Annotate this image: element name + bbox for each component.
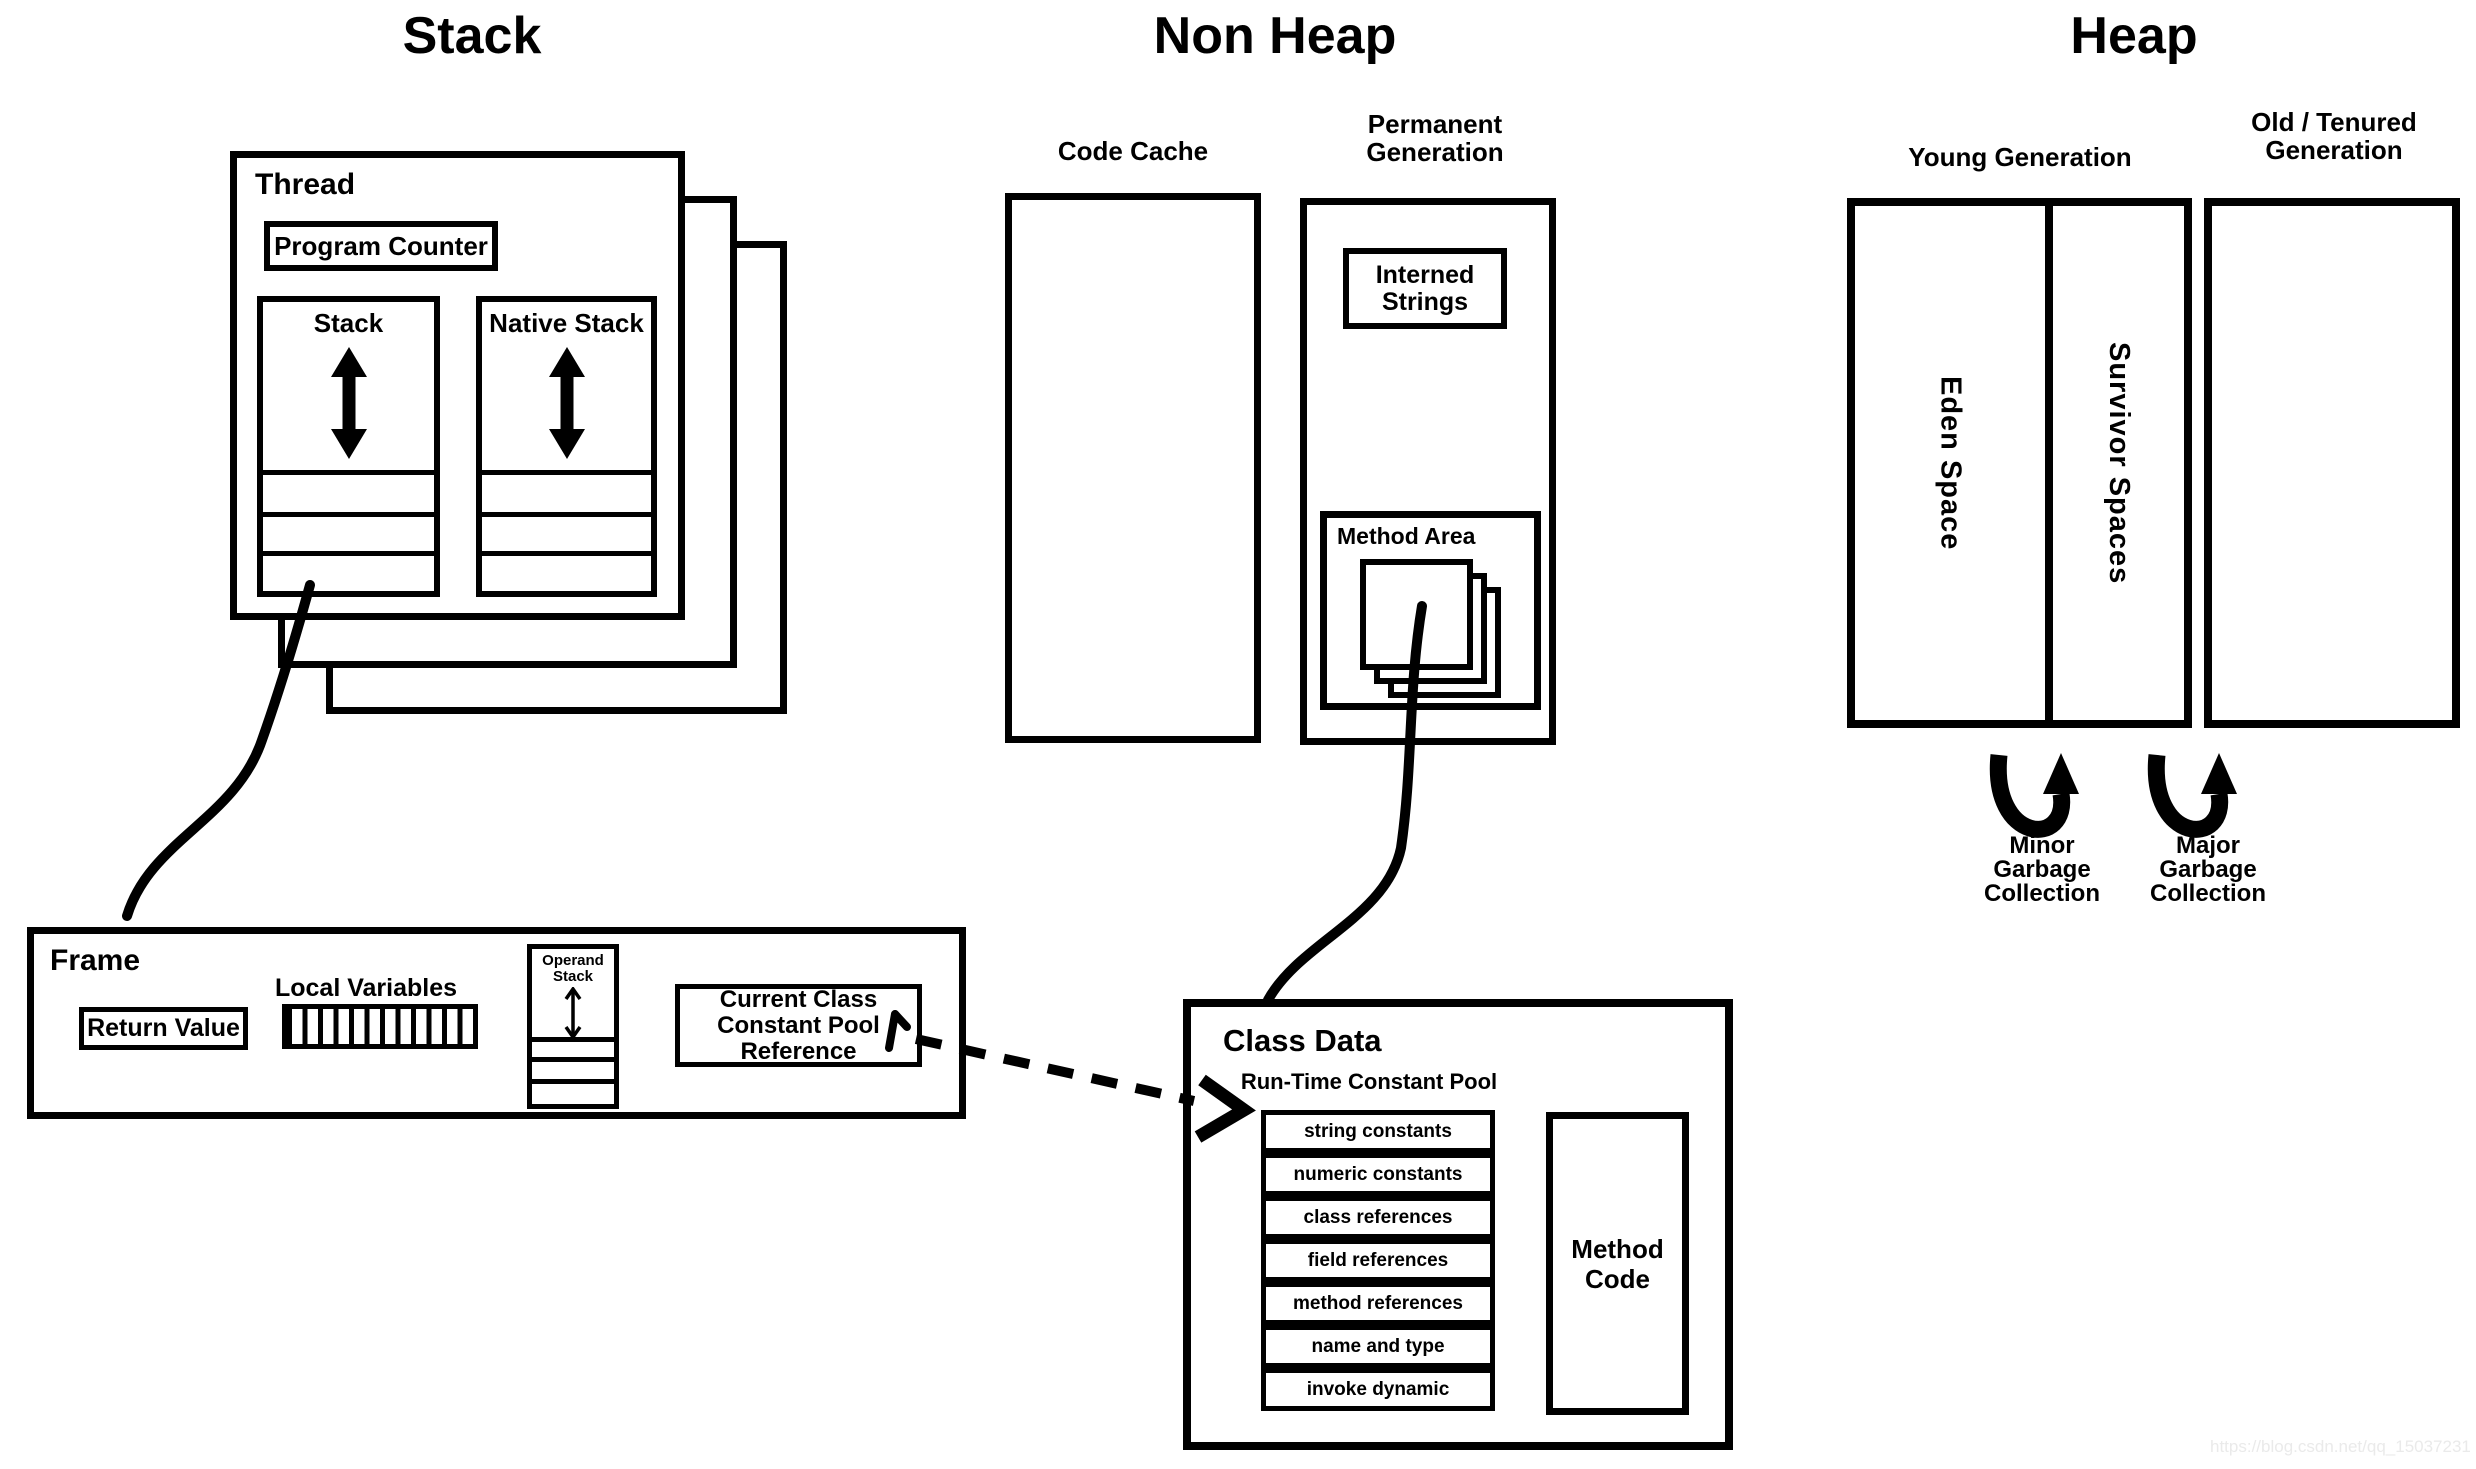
watermark: https://blog.csdn.net/qq_15037231 (2210, 1437, 2471, 1456)
old-generation-label: Old / Tenured Generation (2251, 107, 2417, 165)
old-generation-box (2204, 198, 2460, 728)
survivor-spaces-label: Survivor Spaces (2103, 341, 2135, 585)
young-generation-box: Eden Space Survivor Spaces (1847, 198, 2192, 728)
code-cache-box (1005, 193, 1261, 743)
non-heap-column-title: Non Heap (1153, 7, 1397, 65)
native-stack-row (482, 512, 651, 551)
code-cache-label: Code Cache (1057, 136, 1209, 166)
permanent-generation-label: Permanent Generation (1366, 109, 1504, 167)
class-data-box: Class Data Run-Time Constant Pool string… (1183, 999, 1733, 1450)
operand-stack-box: Operand Stack (527, 944, 619, 1109)
current-class-constant-pool-reference-box: Current Class Constant Pool Reference (675, 984, 922, 1067)
permanent-generation-box: Interned Strings Method Area (1300, 198, 1556, 745)
minor-gc-arrow-icon (1989, 754, 2071, 838)
pool-row-field-references: field references (1261, 1239, 1495, 1282)
operand-stack-rows (532, 1037, 614, 1104)
minor-gc-arrowhead-icon (2043, 753, 2079, 794)
major-gc-arrow-icon (2147, 754, 2229, 838)
native-stack-row (482, 470, 651, 512)
native-stack-growth-arrow-icon (548, 347, 585, 459)
stack-frames-rows (263, 470, 434, 591)
stack-growth-arrow-icon (330, 347, 367, 459)
stack-column-title: Stack (402, 7, 542, 65)
survivor-spaces-region: Survivor Spaces (2045, 206, 2184, 720)
native-stack-row (482, 551, 651, 591)
return-value-box: Return Value (79, 1007, 248, 1050)
runtime-constant-pool-rows: string constants numeric constants class… (1261, 1110, 1495, 1411)
method-code-box: Method Code (1546, 1112, 1689, 1415)
operand-stack-label: Operand Stack (542, 952, 604, 985)
frame-box: Frame Return Value Local Variables Opera… (27, 927, 966, 1119)
interned-strings-box: Interned Strings (1343, 248, 1507, 329)
local-variables-slots (282, 1004, 478, 1049)
operand-stack-growth-arrow-icon (564, 987, 582, 1039)
native-stack-rows (482, 470, 651, 591)
eden-space-region: Eden Space (1855, 206, 2045, 720)
pool-row-string-constants: string constants (1261, 1110, 1495, 1153)
stack-frame-row (263, 512, 434, 551)
runtime-constant-pool-label: Run-Time Constant Pool (1240, 1069, 1498, 1094)
local-variables-label: Local Variables (274, 974, 458, 1002)
operand-stack-row (532, 1057, 614, 1079)
pool-row-invoke-dynamic: invoke dynamic (1261, 1368, 1495, 1411)
thread-label: Thread (255, 168, 356, 201)
class-data-sheet-front (1360, 559, 1473, 670)
operand-stack-row (532, 1037, 614, 1057)
native-stack-label: Native Stack (489, 308, 644, 338)
frame-label: Frame (50, 944, 141, 977)
program-counter-box: Program Counter (264, 221, 498, 271)
major-gc-arrowhead-icon (2201, 753, 2237, 794)
young-generation-label: Young Generation (1908, 142, 2132, 172)
pool-row-method-references: method references (1261, 1282, 1495, 1325)
eden-space-label: Eden Space (1934, 375, 1967, 551)
pool-row-numeric-constants: numeric constants (1261, 1153, 1495, 1196)
pool-row-name-and-type: name and type (1261, 1325, 1495, 1368)
pool-row-class-references: class references (1261, 1196, 1495, 1239)
stack-frame-row (263, 470, 434, 512)
thread-stack-box: Stack (257, 296, 440, 597)
class-data-label: Class Data (1223, 1023, 1382, 1058)
native-stack-box: Native Stack (476, 296, 657, 597)
operand-stack-row (532, 1079, 614, 1104)
method-area-box: Method Area (1320, 511, 1541, 710)
method-area-label: Method Area (1337, 523, 1476, 549)
thread-stack-label: Stack (313, 308, 384, 338)
stack-frame-row (263, 551, 434, 591)
heap-column-title: Heap (2070, 7, 2198, 65)
major-gc-label: Major Garbage Collection (2149, 832, 2266, 907)
